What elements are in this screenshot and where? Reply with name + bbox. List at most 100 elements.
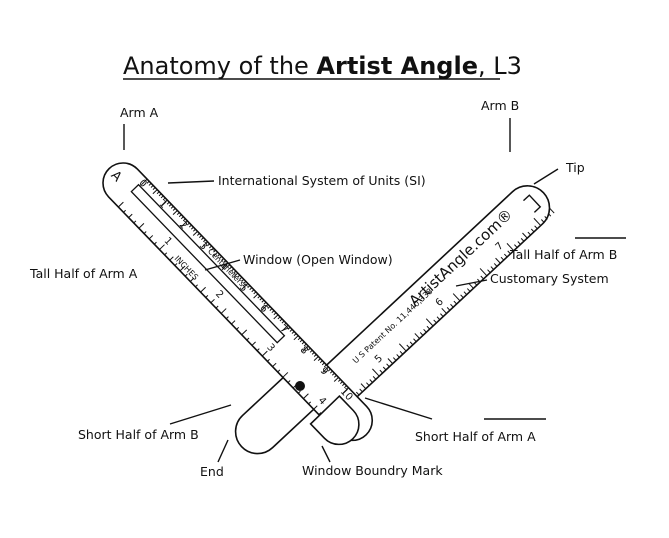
arm-a-cm-tick	[340, 381, 343, 384]
pivot-rivet	[295, 381, 305, 391]
arm-a-cm-tick	[158, 193, 162, 197]
arm-b-tick	[419, 332, 424, 336]
arm-a-inch-tick	[287, 380, 291, 383]
arm-a-cm-tick	[329, 370, 333, 374]
arm-b-tick	[463, 291, 468, 295]
arm-a-cm-tick	[233, 270, 237, 274]
arm-a-short-body	[309, 394, 360, 446]
arm-a-inch-tick	[236, 326, 240, 330]
arm-a-cm-tick	[176, 212, 180, 215]
arm-a-inch-tick	[195, 284, 198, 288]
arm-a-cm-tick	[211, 247, 214, 251]
arm-a-cm-tick	[249, 287, 253, 291]
arm-a-cm-tick	[148, 182, 152, 186]
arm-a-cm-tick	[192, 230, 198, 236]
label-window: Window (Open Window)	[243, 252, 393, 267]
arm-a-cm-tick	[313, 354, 317, 357]
arm-b-tick	[387, 358, 394, 364]
arm-a-inch-tick	[153, 241, 157, 245]
arm-a-cm-tick	[166, 201, 170, 205]
arm-a-inch-tick	[241, 329, 248, 336]
arm-b-tick	[517, 241, 521, 245]
arm-a-inch-tick	[174, 263, 178, 266]
arm-a-cm-tick	[221, 258, 225, 261]
arm-b-tick	[520, 238, 525, 242]
arm-a-cm-tick	[213, 249, 216, 253]
arm-b-tick	[452, 293, 461, 302]
arm-a-inch-tick	[117, 201, 124, 208]
arm-a-inch-tick	[231, 320, 236, 325]
arm-a-cm-tick	[289, 329, 293, 332]
arm-a-cm-tick	[319, 360, 323, 364]
arm-a-inch-tick	[128, 213, 133, 218]
arm-a-cm-tick	[257, 295, 261, 299]
arm-b-tick	[466, 288, 471, 292]
arm-a-short-half	[309, 394, 360, 446]
arm-a-cm-tick	[217, 253, 220, 257]
arm-a-cm-tick	[237, 274, 241, 278]
arm-b-tick	[549, 207, 555, 214]
arm-a-cm-tick	[342, 383, 345, 387]
arm-a-inch-tick	[251, 341, 256, 346]
arm-b-tick	[446, 307, 451, 311]
arm-b-tick	[480, 275, 484, 280]
arm-a-cm-tick	[303, 343, 307, 347]
arm-a-cm-tick	[322, 366, 329, 373]
arm-a-cm-tick	[152, 187, 156, 190]
arm-a-inch-tick	[215, 305, 219, 309]
leader-si	[167, 180, 215, 184]
arm-a-cm-tick	[327, 368, 331, 372]
arm-a-cm-tick	[172, 210, 178, 215]
label-short-half-b: Short Half of Arm B	[78, 427, 199, 442]
arm-b-tick	[423, 328, 427, 333]
arm-a-inch-tick	[220, 308, 227, 314]
arm-b-tick	[366, 382, 370, 386]
arm-a-cm-tick	[241, 283, 249, 290]
arm-b-tick	[398, 343, 407, 352]
arm-a-cm-tick	[190, 226, 194, 230]
arm-b-tick	[433, 319, 437, 324]
arm-b-tick	[386, 363, 390, 368]
arm-a-cm-tick	[201, 237, 204, 241]
arm-a-cm-tick	[162, 197, 166, 201]
arm-b-short-half	[234, 374, 317, 455]
arm-b-tick	[413, 338, 417, 343]
arm-a-cm-tick	[302, 345, 309, 352]
arm-a-cm-tick	[219, 256, 222, 259]
arm-a-inch-tick	[189, 277, 195, 282]
arm-a-inch-tick	[318, 412, 322, 415]
arm-b-tick	[544, 216, 548, 220]
arm-a-cm-tick	[186, 222, 190, 226]
arm-a-inch-tick	[143, 231, 147, 234]
arm-b-tick	[436, 316, 441, 321]
arm-a-inch-tick	[277, 369, 281, 373]
arm-a-cm-tick	[201, 241, 208, 248]
label-short-half-a: Short Half of Arm A	[415, 429, 536, 444]
arm-a-cm-tick	[301, 341, 305, 345]
arm-a-cm-tick	[299, 339, 303, 343]
arm-b-tick	[360, 383, 367, 390]
arm-a-cm-tick	[196, 233, 200, 236]
arm-b-tick	[372, 376, 377, 380]
arm-b-tick	[479, 268, 488, 277]
arm-a-cm-tick	[241, 278, 245, 282]
arm-b-tick	[507, 250, 511, 255]
arm-b-short-body	[234, 374, 317, 455]
arm-a-cm-tick	[321, 362, 325, 366]
arm-a-cm-tick	[181, 220, 188, 227]
arm-a-cm-tick	[344, 385, 347, 389]
arm-a-inch-tick	[256, 348, 260, 352]
arm-a-cm-tick	[243, 281, 247, 284]
arm-a-cm-tick	[293, 335, 299, 341]
title-prefix: Anatomy of the	[123, 52, 316, 80]
arm-a-cm-tick	[273, 314, 279, 320]
arm-a-cm-tick	[247, 285, 251, 289]
arm-b-tick	[392, 357, 397, 361]
arm-a-cm-tick	[261, 299, 265, 303]
arm-a-cm-tick	[311, 351, 315, 355]
arm-a-cm-tick	[229, 266, 233, 270]
arm-a-cm-tick	[269, 308, 273, 311]
arm-a-cm-tick	[180, 216, 184, 220]
leader-short-half-a	[364, 397, 433, 420]
arm-a-inch-tick	[200, 286, 206, 293]
